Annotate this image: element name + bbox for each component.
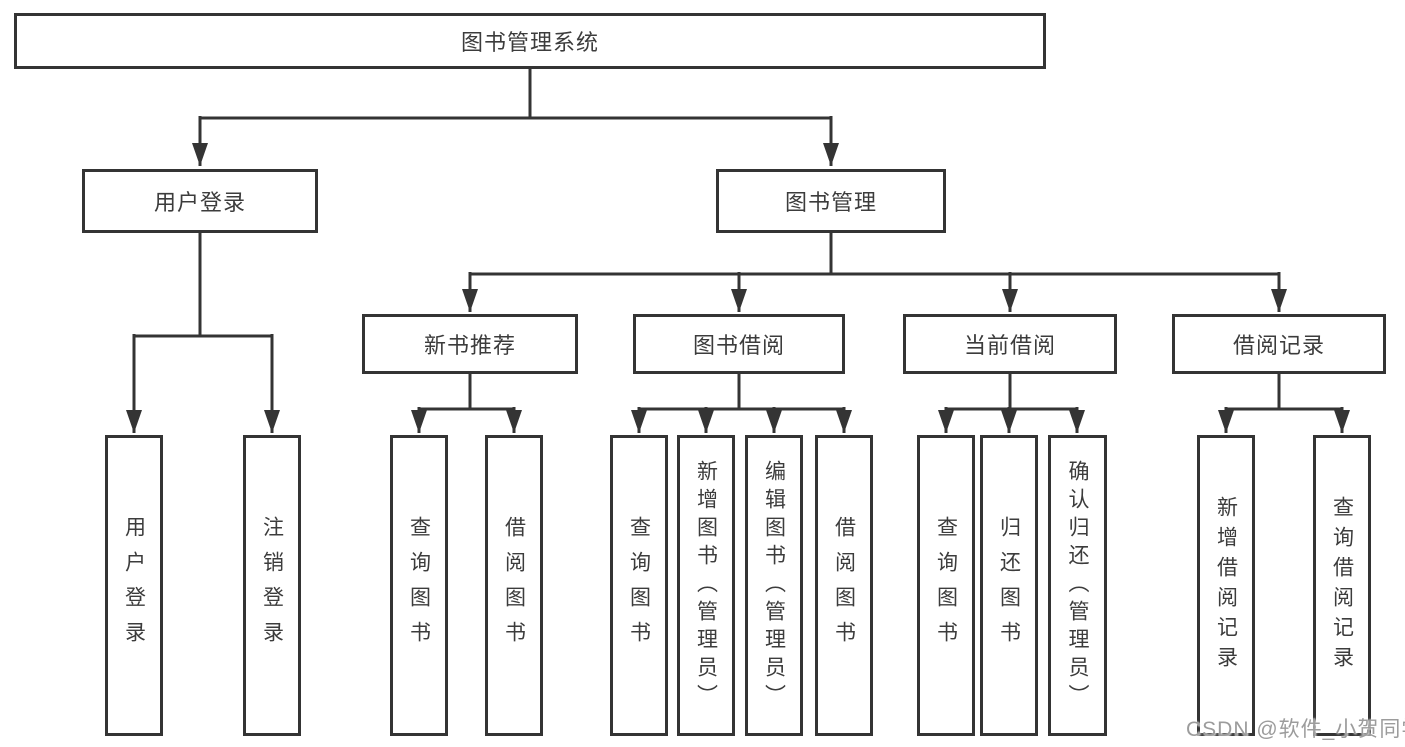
node-label: 图书管理系统 xyxy=(460,30,599,55)
leaf-label: 用户登录 xyxy=(122,515,146,656)
leaf-label: 查询借阅记录 xyxy=(1330,495,1354,676)
leaf-label: 查询图书 xyxy=(627,515,651,656)
leaf-label: 借阅图书 xyxy=(832,515,856,656)
leaf-query-books-recommend: 查询图书 xyxy=(390,435,448,736)
node-label: 新书推荐 xyxy=(423,333,516,358)
node-label: 用户登录 xyxy=(153,190,246,215)
leaf-add-books-admin: 新增图书（管理员） xyxy=(677,435,735,736)
leaf-label: 查询图书 xyxy=(407,515,431,656)
node-user-login: 用户登录 xyxy=(82,169,318,233)
leaf-user-login: 用户登录 xyxy=(105,435,163,736)
csdn-watermark: CSDN @软件_小贺同学 xyxy=(1186,718,1405,741)
leaf-confirm-return-admin: 确认归还（管理员） xyxy=(1048,435,1107,736)
node-borrowing-records: 借阅记录 xyxy=(1172,314,1386,374)
node-current-borrowing: 当前借阅 xyxy=(903,314,1117,374)
leaf-logout: 注销登录 xyxy=(243,435,301,736)
leaf-query-books-borrow: 查询图书 xyxy=(610,435,668,736)
leaf-label: 注销登录 xyxy=(260,515,284,656)
node-book-management: 图书管理 xyxy=(716,169,946,233)
leaf-query-borrow-record: 查询借阅记录 xyxy=(1313,435,1371,736)
node-label: 图书借阅 xyxy=(692,333,785,358)
node-label: 当前借阅 xyxy=(963,333,1056,358)
node-book-borrowing: 图书借阅 xyxy=(633,314,845,374)
node-label: 借阅记录 xyxy=(1232,333,1325,358)
leaf-label: 归还图书 xyxy=(997,515,1021,656)
leaf-label: 借阅图书 xyxy=(502,515,526,656)
node-new-book-recommendation: 新书推荐 xyxy=(362,314,578,374)
leaf-label: 新增借阅记录 xyxy=(1214,495,1238,676)
node-library-management-system: 图书管理系统 xyxy=(14,13,1046,69)
leaf-label: 新增图书（管理员） xyxy=(694,459,718,712)
leaf-query-books-current: 查询图书 xyxy=(917,435,975,736)
leaf-edit-books-admin: 编辑图书（管理员） xyxy=(745,435,803,736)
node-label: 图书管理 xyxy=(784,190,877,215)
leaf-label: 确认归还（管理员） xyxy=(1066,459,1089,712)
leaf-return-books: 归还图书 xyxy=(980,435,1038,736)
leaf-label: 查询图书 xyxy=(934,515,958,656)
leaf-add-borrow-record: 新增借阅记录 xyxy=(1197,435,1255,736)
leaf-borrow-books-recommend: 借阅图书 xyxy=(485,435,543,736)
leaf-label: 编辑图书（管理员） xyxy=(762,459,786,712)
leaf-borrow-books: 借阅图书 xyxy=(815,435,873,736)
